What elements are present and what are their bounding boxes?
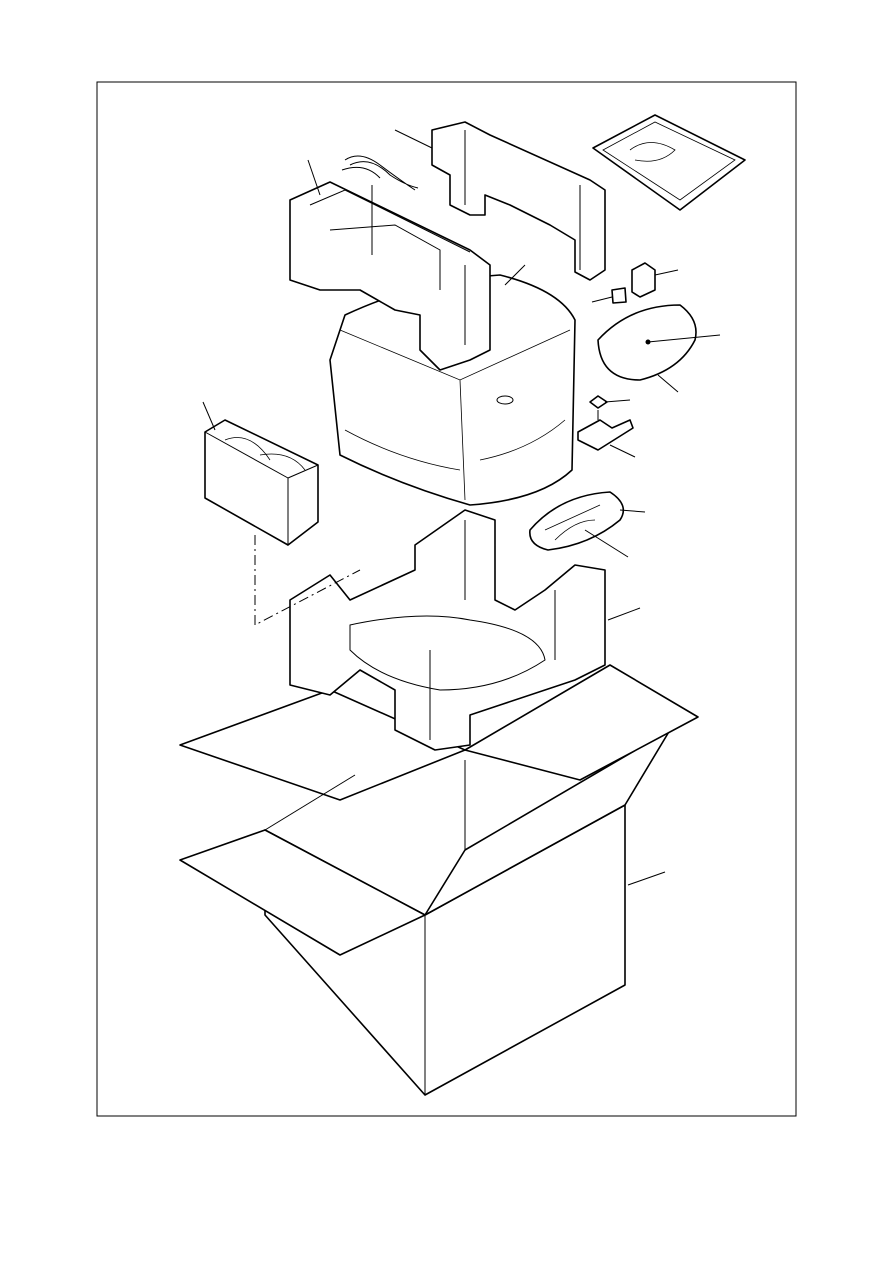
leader-line — [657, 374, 679, 393]
leader-line — [627, 871, 666, 886]
leader-line — [647, 334, 721, 343]
bottom-cushion — [289, 509, 641, 751]
leader-line — [619, 509, 646, 513]
manual-bag — [592, 114, 746, 211]
accessory-bag — [597, 304, 721, 393]
top-cushion-left — [289, 159, 491, 371]
cartridge-bag — [529, 491, 646, 558]
toner-cartridge-box — [202, 401, 361, 626]
leader-line — [604, 399, 631, 403]
small-pad — [591, 287, 627, 304]
leader-line — [609, 444, 636, 458]
frame-border — [96, 81, 797, 1117]
assembly-line — [254, 535, 361, 626]
small-block — [631, 262, 679, 298]
spacer-pad — [577, 395, 636, 458]
leader-line — [654, 269, 679, 276]
leader-line — [202, 401, 216, 431]
leader-line — [591, 296, 613, 303]
leader-line — [607, 607, 641, 621]
leader-line — [584, 529, 629, 558]
leader-line — [307, 159, 321, 196]
carton-box — [179, 664, 699, 1096]
leader-line — [504, 264, 526, 286]
top-cushion-right — [394, 121, 606, 281]
power-cord — [341, 155, 419, 255]
leader-line — [394, 129, 433, 149]
